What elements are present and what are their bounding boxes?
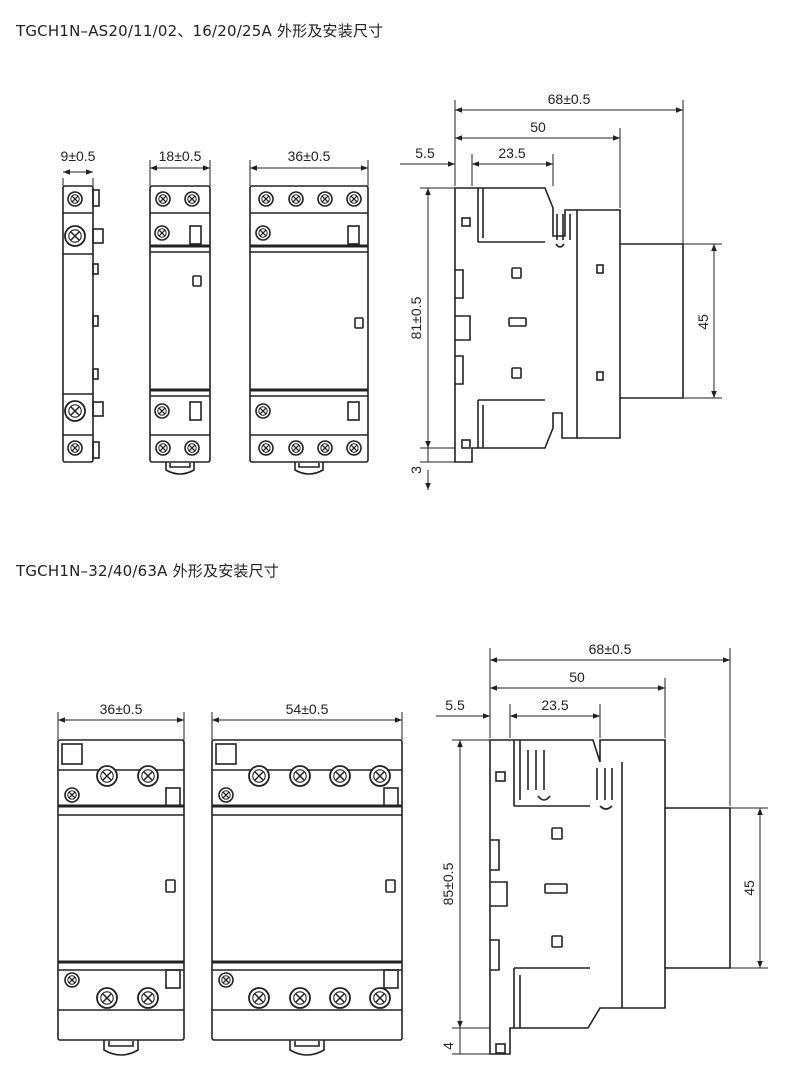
dim-45-label-1: 45 xyxy=(695,314,711,330)
contactor-36mm-front-view-2 xyxy=(57,739,185,1056)
dim-5-5-label-2: 5.5 xyxy=(445,697,465,713)
dim-81-label: 81±0.5 xyxy=(408,296,424,339)
section2-title: TGCH1N–32/40/63A 外形及安装尺寸 xyxy=(16,562,280,580)
dim-50-label-1: 50 xyxy=(530,119,546,135)
contactor-54mm-front-view xyxy=(211,739,403,1056)
contactor-36mm-front-view-1 xyxy=(249,185,369,475)
dim-18mm-label: 18±0.5 xyxy=(159,148,202,164)
dim-68-label-1: 68±0.5 xyxy=(548,91,591,107)
contactor-18mm-front-view xyxy=(149,185,211,475)
dim-68-label-2: 68±0.5 xyxy=(589,641,632,657)
dim-23-5-label-1: 23.5 xyxy=(498,145,525,161)
dim-5-5-label-1: 5.5 xyxy=(415,145,435,161)
aux-9mm-front-view xyxy=(62,185,104,463)
dim-85-label: 85±0.5 xyxy=(440,862,456,905)
dim-45-label-2: 45 xyxy=(741,880,757,896)
dim-50-label-2: 50 xyxy=(569,669,585,685)
dim-36mm-label-2: 36±0.5 xyxy=(100,701,143,717)
side-view-2 xyxy=(489,739,731,1055)
dim-4-label: 4 xyxy=(440,1042,456,1050)
dim-36mm-label-1: 36±0.5 xyxy=(288,148,331,164)
dim-23-5-label-2: 23.5 xyxy=(541,697,568,713)
dim-9mm-label: 9±0.5 xyxy=(61,148,96,164)
dim-54mm-label: 54±0.5 xyxy=(286,701,329,717)
section1-title: TGCH1N–AS20/11/02、16/20/25A 外形及安装尺寸 xyxy=(16,22,384,40)
side-view-1 xyxy=(454,187,684,463)
dim-3-label: 3 xyxy=(408,466,424,474)
